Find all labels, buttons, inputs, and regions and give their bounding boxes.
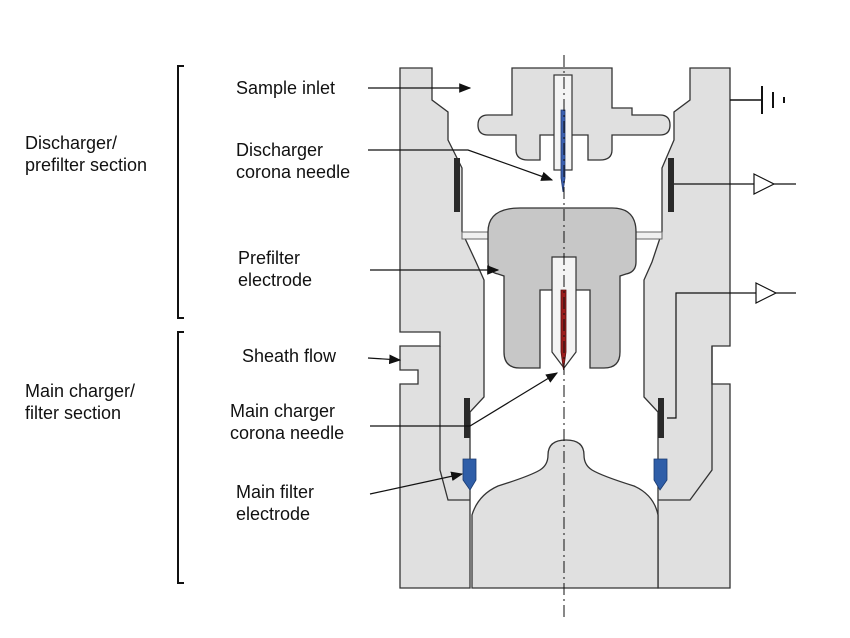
left-discharger-electrode-strip	[454, 158, 460, 212]
prefilter-electrode-line2: electrode	[238, 270, 313, 290]
section-discharger-line1: Discharger/	[25, 133, 118, 153]
label-sheath-flow: Sheath flow	[242, 346, 337, 366]
right-inner-contour	[658, 346, 713, 501]
main-filter-electrode-line1: Main filter	[236, 482, 315, 502]
prefilter-electrode-line1: Prefilter	[238, 248, 301, 268]
inlet-holder	[477, 67, 671, 161]
main-needle-leader	[370, 372, 559, 427]
right-discharger-electrode-strip	[668, 158, 674, 212]
amplifier-lower-icon	[667, 282, 796, 419]
label-main-filter-electrode: Main filter electrode	[236, 481, 314, 525]
section-main-line1: Main charger/	[25, 381, 136, 401]
discharger-needle-leader	[368, 149, 554, 181]
section-discharger-line2: prefilter section	[25, 155, 148, 175]
section-label-discharger: Discharger/ prefilter section	[25, 132, 147, 176]
discharger-needle-line1: Discharger	[236, 140, 324, 160]
ground-icon	[730, 86, 785, 114]
main-filter-electrode-line2: electrode	[236, 504, 311, 524]
section-main-line2: filter section	[25, 403, 122, 423]
label-discharger-needle: Discharger corona needle	[236, 139, 350, 183]
left-inner-contour	[439, 346, 470, 501]
bracket-main-section	[177, 331, 184, 584]
lower-center-body	[471, 439, 659, 589]
section-label-main: Main charger/ filter section	[25, 380, 135, 424]
main-charger-needle-line1: Main charger	[230, 401, 336, 421]
sheath-flow-arrow	[367, 354, 402, 365]
right-main-electrode-strip	[658, 398, 664, 438]
label-main-charger-needle: Main charger corona needle	[230, 400, 344, 444]
right-main-filter-electrode	[653, 458, 668, 491]
discharger-needle-line2: corona needle	[236, 162, 351, 182]
left-housing-wall	[399, 67, 485, 589]
amplifier-upper-icon	[674, 173, 796, 195]
label-sample-inlet: Sample inlet	[236, 78, 336, 98]
left-main-electrode-strip	[464, 398, 470, 438]
main-filter-electrode-arrow	[369, 471, 464, 495]
main-charger-needle-line2: corona needle	[230, 423, 345, 443]
bracket-discharger-section	[177, 65, 184, 319]
label-prefilter-electrode: Prefilter electrode	[238, 247, 312, 291]
